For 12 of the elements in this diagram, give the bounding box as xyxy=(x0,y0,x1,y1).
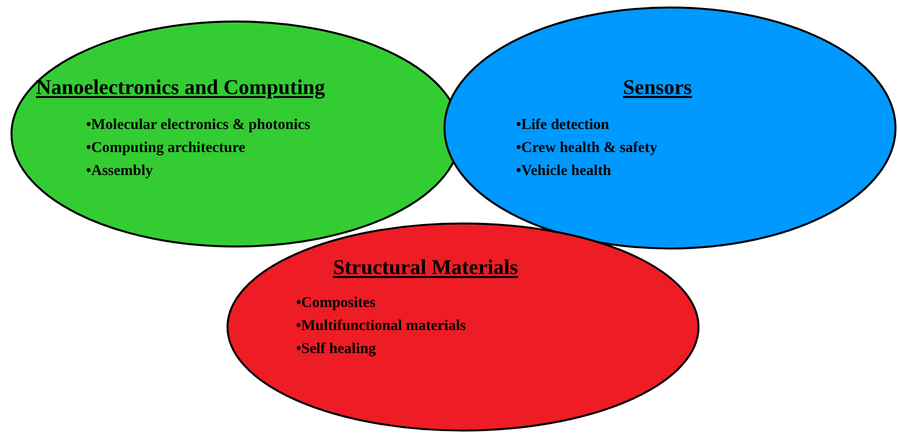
bullet-item: •Life detection xyxy=(516,116,610,135)
topic-heading: Nanoelectronics and Computing xyxy=(36,75,325,100)
bullet-item: •Self healing xyxy=(296,340,376,359)
bullet-item: •Computing architecture xyxy=(86,139,246,158)
bullet-item: •Crew health & safety xyxy=(516,139,658,158)
topic-heading: Sensors xyxy=(623,75,692,100)
bullet-item: •Composites xyxy=(296,294,376,313)
topic-heading: Structural Materials xyxy=(333,255,518,280)
bullet-item: •Multifunctional materials xyxy=(296,317,466,336)
bullet-item: •Assembly xyxy=(86,162,153,181)
bullet-item: •Vehicle health xyxy=(516,162,612,181)
bullet-item: •Molecular electronics & photonics xyxy=(86,116,310,135)
